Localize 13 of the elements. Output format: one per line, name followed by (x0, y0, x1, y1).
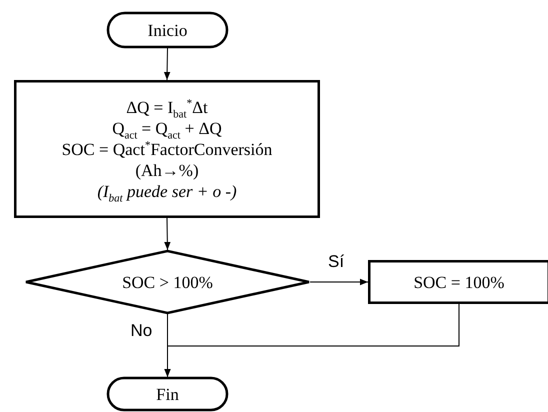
arrow (164, 304, 460, 378)
node-text: Inicio (148, 20, 188, 40)
node-text: SOC > 100% (122, 272, 213, 292)
node-text: SOC = Qact$^{*}$FactorConversión (62, 138, 272, 160)
arrow (164, 48, 170, 80)
node-text: SOC = 100% (414, 272, 504, 292)
node-text: (I$_{bat}$ puede ser + o -) (97, 180, 237, 202)
node-text: ΔQ = I$_{bat}$$^{*}$Δt (126, 96, 208, 118)
node-text: (Ah→%) (135, 160, 199, 180)
arrow (310, 278, 368, 286)
arrow (164, 218, 171, 250)
node-text: Q$_{act}$ = Q$_{act}$ + ΔQ (112, 118, 222, 138)
node-text: Fin (156, 384, 179, 404)
